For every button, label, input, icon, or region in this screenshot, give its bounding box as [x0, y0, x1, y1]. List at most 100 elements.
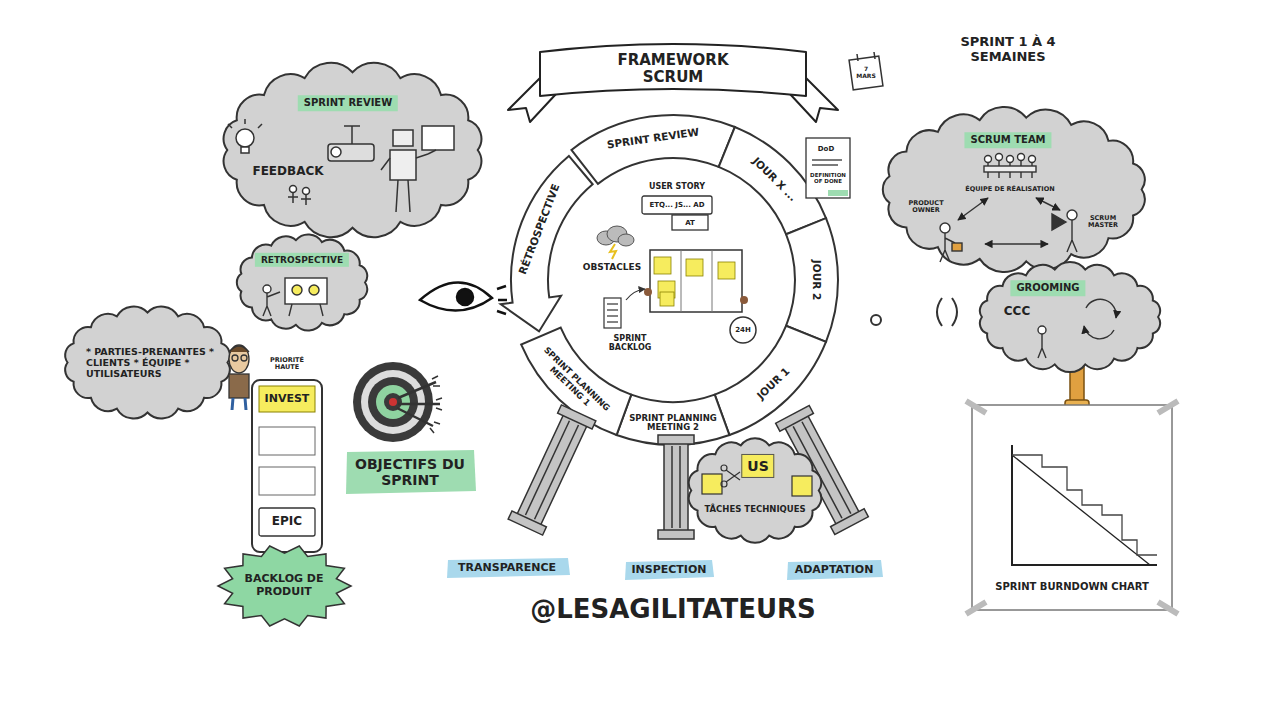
ring-sector	[617, 395, 730, 445]
tasks-art	[721, 481, 727, 487]
label-text: AT	[685, 219, 695, 227]
ring-center-art	[597, 215, 756, 343]
scrum-team-art	[996, 154, 1003, 161]
review-art	[331, 147, 341, 157]
task-board	[644, 288, 652, 296]
sticky-note	[259, 386, 315, 412]
ring-sector	[571, 115, 734, 184]
node-text: JOUR 1	[754, 365, 791, 402]
pillar-tag	[447, 558, 570, 578]
scrum-team-art	[940, 233, 955, 262]
review-art	[351, 126, 353, 144]
node-text: OBJECTIFS DU SPRINT	[349, 456, 471, 488]
dartboard	[430, 376, 442, 433]
pillar-tag: TRANSPARENCE	[445, 558, 570, 578]
node-text: SPRINT BURNDOWN CHART	[995, 581, 1149, 593]
node-text: TÂCHES TECHNIQUES	[704, 505, 805, 515]
pillars	[535, 425, 579, 519]
ring-segment: RÉTROSPECTIVE	[499, 164, 579, 293]
chart-frame	[1012, 455, 1157, 555]
backlog-stack	[604, 289, 645, 328]
scrum-team-art	[1007, 156, 1014, 163]
backlog-list	[252, 380, 322, 552]
node-text: US	[741, 454, 774, 478]
cloud-bubble	[689, 438, 822, 543]
label-text: PRODUCT OWNER	[901, 200, 951, 215]
node-text: JOUR 2	[810, 260, 822, 300]
pillars	[658, 530, 694, 539]
pillars	[831, 509, 869, 535]
sticky-note: INVEST	[259, 386, 315, 412]
card-box: EPIC	[259, 508, 315, 536]
chart-frame	[966, 401, 1178, 614]
scrum-team-art	[1029, 156, 1036, 163]
label-text: DEFINITION OF DONE	[809, 172, 847, 185]
node-text: SCRUM TEAM	[964, 132, 1051, 148]
task-board	[650, 250, 742, 312]
task-board	[660, 292, 674, 306]
grooming-art	[1038, 334, 1046, 358]
review-art	[301, 195, 311, 205]
label-text: 7 MARS	[856, 66, 876, 80]
eye-symbol	[498, 299, 507, 302]
pillars	[671, 446, 673, 528]
brackets	[871, 298, 957, 326]
ring-segment: JOUR 2	[797, 233, 835, 327]
acceptance-card	[672, 215, 708, 230]
node-text: GROOMING	[1010, 280, 1085, 296]
node-outline	[200, 45, 505, 255]
dartboard	[353, 362, 442, 442]
retro-art	[263, 285, 271, 293]
backlog-stack	[607, 315, 618, 316]
highlight-tag	[346, 450, 476, 494]
pillars	[508, 405, 596, 535]
highlight-tag: OBJECTIFS DU SPRINT	[344, 450, 476, 494]
label-text: @LESAGILITATEURS	[530, 595, 816, 625]
pillars	[658, 435, 694, 444]
task-board	[681, 250, 682, 312]
dartboard	[430, 376, 442, 433]
backlog-list	[259, 427, 315, 455]
task-board	[686, 259, 703, 276]
stakeholder-figure	[229, 345, 249, 373]
pillars	[664, 443, 688, 531]
scrum-team-art	[1018, 154, 1025, 161]
task-board	[712, 250, 713, 312]
dod-sheet	[812, 164, 838, 165]
cloud-bubble: GROOMING CCC	[965, 252, 1175, 382]
label-text: SPRINT 1 À 4 SEMAINES	[956, 35, 1061, 65]
banner	[540, 44, 806, 96]
review-art	[393, 130, 413, 146]
storm-cloud	[618, 234, 634, 246]
node-text: * PARTIES-PRENANTES * CLIENTS * ÉQUIPE *…	[86, 347, 214, 380]
node-text: ADAPTATION	[795, 564, 874, 577]
review-art	[236, 129, 254, 147]
eye-symbol	[497, 311, 506, 314]
node-text: SPRINT PLANNING MEETING 1	[533, 344, 613, 422]
backlog-stack	[607, 303, 618, 304]
dod-sheet	[806, 138, 850, 198]
scrum-team-art	[940, 223, 950, 233]
node-outline	[675, 428, 835, 553]
cloud-bubble	[980, 262, 1160, 372]
stakeholder-figure	[229, 346, 249, 352]
task-board	[718, 262, 735, 279]
card-box	[642, 196, 712, 214]
pillar-tag: INSPECTION	[623, 560, 714, 580]
storm-cloud	[597, 226, 634, 259]
tasks-art	[721, 465, 727, 471]
scrum-team-art	[985, 243, 1048, 244]
dartboard	[397, 408, 433, 426]
chart-frame	[1012, 455, 1150, 565]
node-text: EPIC	[272, 515, 302, 529]
cloud-bubble: US TÂCHES TECHNIQUES	[675, 428, 835, 553]
calendar-icon	[849, 56, 883, 90]
tasks-art	[702, 474, 722, 494]
chart-frame	[972, 405, 1172, 610]
star-badge	[218, 546, 351, 626]
pillars	[776, 405, 814, 431]
node-text: CCC	[1004, 305, 1030, 319]
dartboard	[353, 362, 433, 442]
review-art	[344, 125, 360, 127]
dartboard	[361, 370, 425, 434]
